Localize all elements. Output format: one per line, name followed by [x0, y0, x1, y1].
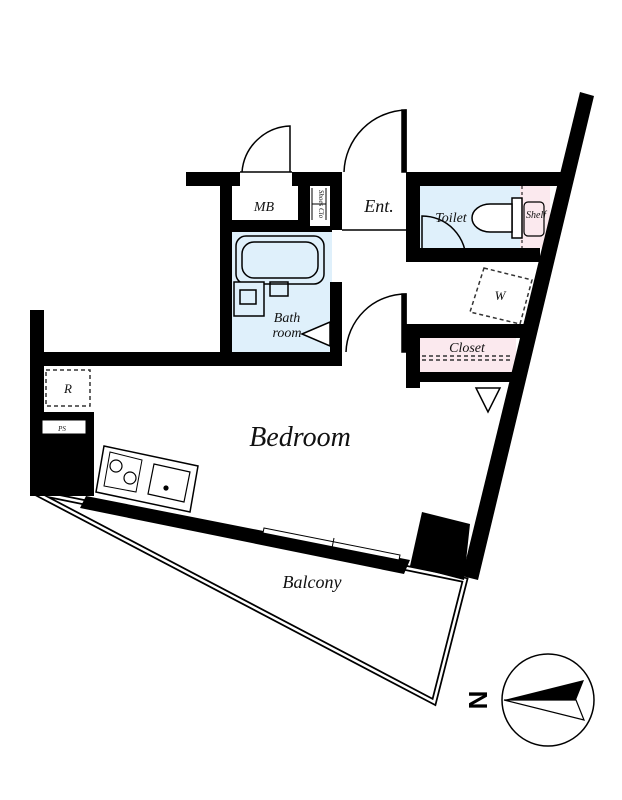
ps-label: PS [57, 425, 66, 433]
refrigerator-space [45, 369, 91, 407]
refrigerator-label: R [63, 381, 72, 396]
bath-label-2: room [272, 326, 301, 341]
closet-rail [422, 355, 512, 361]
shoes-closet-label: Shoes Clo [317, 190, 325, 219]
balcony-label: Balcony [283, 572, 342, 592]
compass-needle-light [503, 699, 585, 721]
balcony [32, 489, 469, 707]
toilet-label: Toilet [435, 211, 467, 226]
shelf-label: Shelf [526, 210, 547, 221]
shoes-closet [311, 188, 327, 220]
stove-burners [109, 459, 137, 485]
bedroom-label: Bedroom [249, 422, 351, 453]
north-label: N [463, 691, 493, 710]
bedroom-window [262, 527, 401, 561]
compass: N [463, 653, 595, 747]
bath-vent-marker [300, 320, 331, 348]
washer-label: W [495, 288, 507, 303]
bathroom-door[interactable] [345, 293, 407, 353]
shelf-sink [523, 201, 545, 237]
compass-needle-dark [504, 680, 584, 700]
mb-door[interactable] [240, 125, 292, 173]
toilet-door[interactable] [421, 215, 467, 263]
kitchen-sink [147, 463, 191, 503]
entrance-door[interactable] [343, 109, 407, 173]
closet-area [420, 338, 516, 372]
mb-label: MB [253, 200, 275, 215]
entrance-label: Ent. [363, 196, 394, 216]
closet-marker [474, 387, 502, 414]
bathtub [233, 235, 325, 317]
bath-label-1: Bath [274, 311, 300, 326]
washer-space [469, 267, 533, 325]
ps-box [41, 419, 87, 435]
closet-label: Closet [449, 341, 486, 356]
toilet-fixture [471, 197, 523, 239]
